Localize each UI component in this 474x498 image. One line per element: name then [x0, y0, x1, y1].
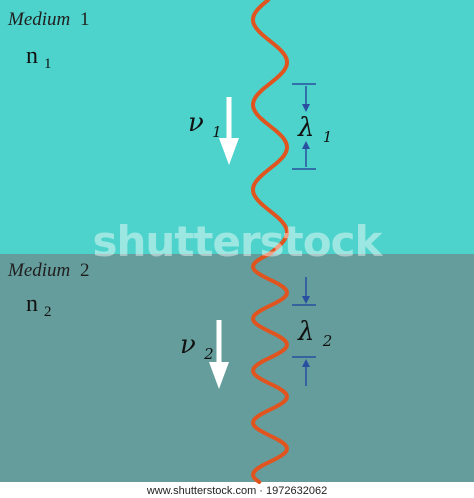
nu2-base: ν: [180, 330, 196, 360]
wavelength-marker-medium2: [292, 277, 316, 386]
lambda1-sub: 1: [323, 128, 333, 146]
medium2-label-num: 2: [80, 260, 90, 281]
medium1-label-num: 1: [80, 9, 90, 30]
footer-credit: www.shutterstock.com · 1972632062: [146, 485, 327, 497]
lambda1-base: λ: [297, 113, 314, 143]
nu1-label: ν 1: [188, 108, 222, 141]
lambda2-label: λ 2: [297, 317, 332, 350]
nu2-sub: 2: [203, 345, 214, 363]
lambda1-label: λ 1: [297, 113, 332, 146]
watermark: shutterstock: [93, 217, 384, 266]
lambda2-base: λ: [297, 317, 314, 347]
velocity-arrow-medium2: [209, 320, 229, 389]
lambda2-sub: 2: [322, 332, 333, 350]
n2-sub: 2: [44, 304, 52, 320]
medium1-label-word: Medium: [7, 9, 70, 30]
medium2-region: [0, 254, 474, 482]
nu2-label: ν 2: [180, 330, 214, 363]
n1-label: n 1: [26, 43, 52, 72]
wave-path: [250, 0, 290, 484]
medium1-label: Medium 1: [7, 9, 90, 30]
medium2-label-word: Medium: [7, 260, 70, 281]
n1-sub: 1: [44, 56, 52, 72]
nu1-base: ν: [188, 108, 204, 138]
n2-base: n: [26, 291, 38, 317]
n1-base: n: [26, 43, 38, 69]
medium2-label: Medium 2: [7, 260, 90, 281]
medium1-region: [0, 0, 474, 254]
velocity-arrow-medium1: [219, 97, 239, 165]
n2-label: n 2: [26, 291, 52, 320]
wavelength-marker-medium1: [292, 83, 316, 170]
nu1-sub: 1: [212, 123, 222, 141]
footer-bar: [0, 482, 474, 498]
